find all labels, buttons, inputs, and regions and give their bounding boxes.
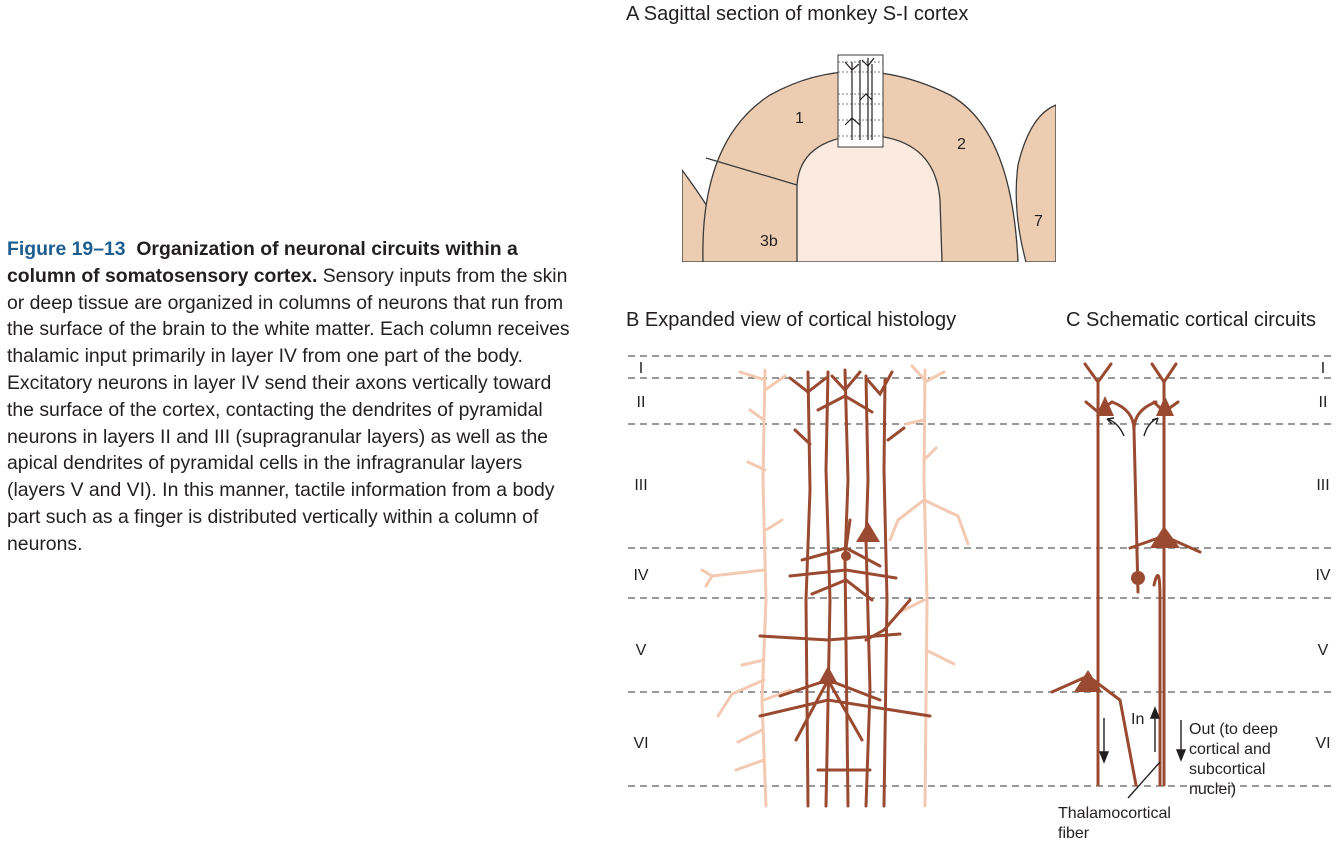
panel-b-title: B Expanded view of cortical histology: [626, 309, 956, 331]
panel-c-schematic: In Out (to deep cortical and subcortical…: [1050, 362, 1278, 842]
panel-c-title: C Schematic cortical circuits: [1066, 309, 1316, 331]
area-label-2: 2: [957, 136, 966, 153]
layer-label-vi-right: VI: [1315, 735, 1330, 752]
fiber-label-line-2: fiber: [1058, 825, 1090, 842]
out-label-line-2: cortical and: [1189, 741, 1271, 758]
layer-label-i-right: I: [1321, 360, 1325, 377]
layer-label-iv-left: IV: [633, 567, 648, 584]
area-boundary: [705, 157, 798, 186]
layer-labels-right: I II III IV V VI: [1315, 360, 1330, 752]
out-label-line-1: Out (to deep: [1189, 721, 1278, 738]
panel-a-title: A Sagittal section of monkey S-I cortex: [626, 3, 968, 25]
feedforward-arrows: [1106, 417, 1159, 437]
layer-label-v-right: V: [1318, 642, 1329, 659]
area-label-7: 7: [1034, 213, 1043, 230]
figure-caption-body: Sensory inputs from the skin or deep tis…: [7, 264, 570, 555]
dark-neurons: [758, 368, 932, 808]
white-matter: [796, 134, 943, 262]
in-arrow-head: [1149, 706, 1161, 719]
fiber-label-line-1: Thalamocortical: [1058, 805, 1171, 822]
out-arrow-right-head: [1175, 749, 1187, 762]
out-arrow-left-head: [1098, 751, 1110, 764]
layer-label-iv-right: IV: [1315, 567, 1330, 584]
schematic-somata: [1074, 396, 1180, 692]
io-arrows: [1098, 706, 1187, 799]
out-label: Out (to deep cortical and subcortical nu…: [1189, 721, 1278, 798]
figure-number: Figure 19–13: [7, 238, 126, 260]
layer-label-vi-left: VI: [633, 735, 648, 752]
panel-b-histology: [700, 364, 970, 808]
schematic-processes: [1050, 362, 1202, 787]
area-label-3b: 3b: [760, 233, 778, 250]
out-label-line-3: subcortical: [1189, 761, 1265, 778]
light-neurons: [700, 364, 970, 808]
inset-layer-lines: [838, 61, 883, 137]
layer-label-i-left: I: [639, 360, 643, 377]
out-label-line-4: nuclei): [1189, 781, 1236, 798]
layer-boundaries: [628, 355, 1332, 787]
layer-label-ii-right: II: [1319, 394, 1328, 411]
layer-label-iii-right: III: [1316, 477, 1329, 494]
dark-somata: [818, 522, 880, 684]
layer-labels-left: I II III IV V VI: [633, 360, 648, 752]
right-gyrus: [1015, 104, 1056, 262]
in-label: In: [1131, 711, 1144, 728]
layer-label-v-left: V: [636, 642, 647, 659]
fiber-label: Thalamocortical fiber: [1058, 805, 1171, 842]
panel-a-section: 1 2 3b 7: [682, 54, 1056, 262]
fiber-leader-line: [1127, 761, 1161, 799]
figure-title: Organization of neuronal circuits within…: [7, 238, 518, 287]
inset-neurons: [844, 57, 875, 140]
area-label-1: 1: [795, 110, 804, 127]
figure-caption: Figure 19–13 Organization of neuronal ci…: [7, 236, 572, 558]
layer-label-ii-left: II: [637, 394, 646, 411]
layer-label-iii-left: III: [634, 477, 647, 494]
